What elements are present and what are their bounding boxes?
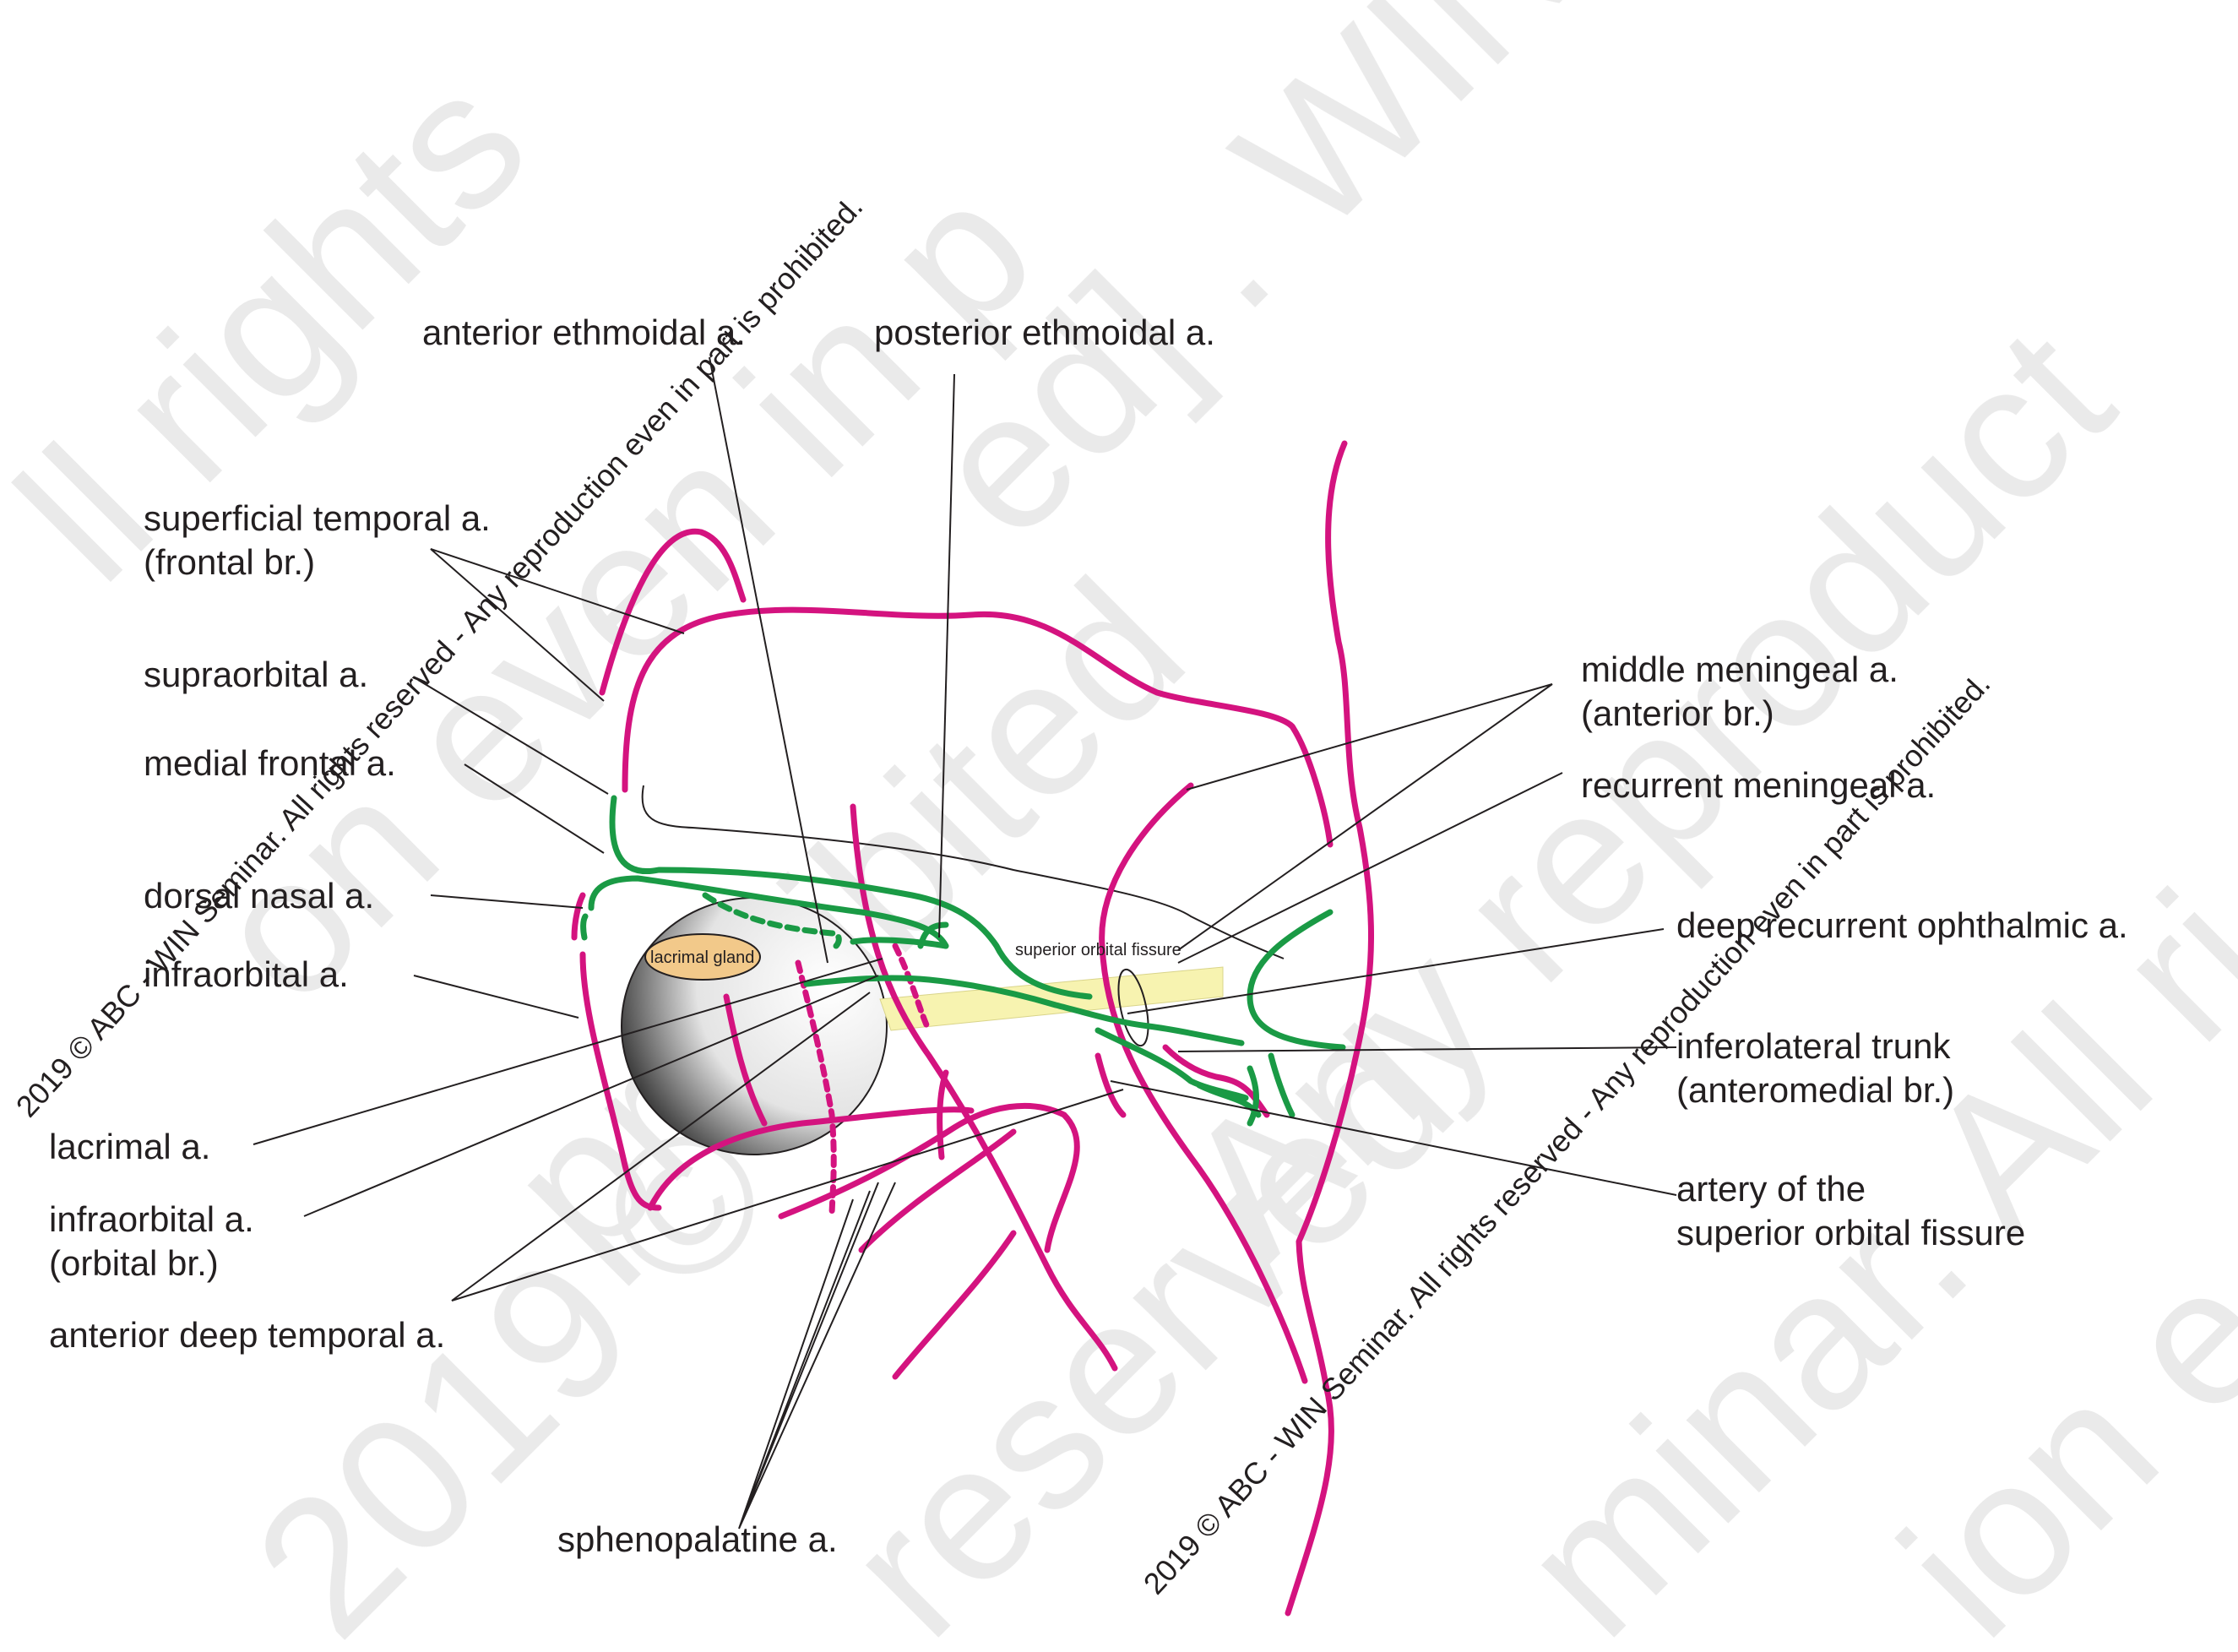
label-inferolateral-trunk: inferolateral trunk (1676, 1026, 1951, 1066)
label-lacrimal: lacrimal a. (49, 1127, 210, 1166)
label-superior-orbital-fissure: superior orbital fissure (1015, 941, 1181, 959)
label-superficial-temporal-branch: (frontal br.) (144, 542, 315, 582)
label-supraorbital: supraorbital a. (144, 655, 368, 694)
label-infraorbital-orbital: infraorbital a. (49, 1199, 254, 1239)
label-middle-meningeal-branch: (anterior br.) (1581, 693, 1774, 733)
label-lacrimal-gland: lacrimal gland (650, 948, 754, 967)
label-infraorbital-orbital-branch: (orbital br.) (49, 1243, 219, 1283)
label-artery-sof-line2: superior orbital fissure (1676, 1213, 2025, 1253)
label-posterior-ethmoidal: posterior ethmoidal a. (874, 312, 1215, 352)
label-superficial-temporal: superficial temporal a. (144, 498, 491, 538)
label-sphenopalatine: sphenopalatine a. (557, 1519, 838, 1559)
label-middle-meningeal: middle meningeal a. (1581, 649, 1898, 689)
label-anterior-deep-temporal: anterior deep temporal a. (49, 1315, 445, 1355)
label-inferolateral-trunk-branch: (anteromedial br.) (1676, 1070, 1954, 1110)
label-dorsal-nasal: dorsal nasal a. (144, 876, 374, 916)
label-anterior-ethmoidal: anterior ethmoidal a. (422, 312, 746, 352)
label-artery-sof: artery of the (1676, 1169, 1866, 1209)
